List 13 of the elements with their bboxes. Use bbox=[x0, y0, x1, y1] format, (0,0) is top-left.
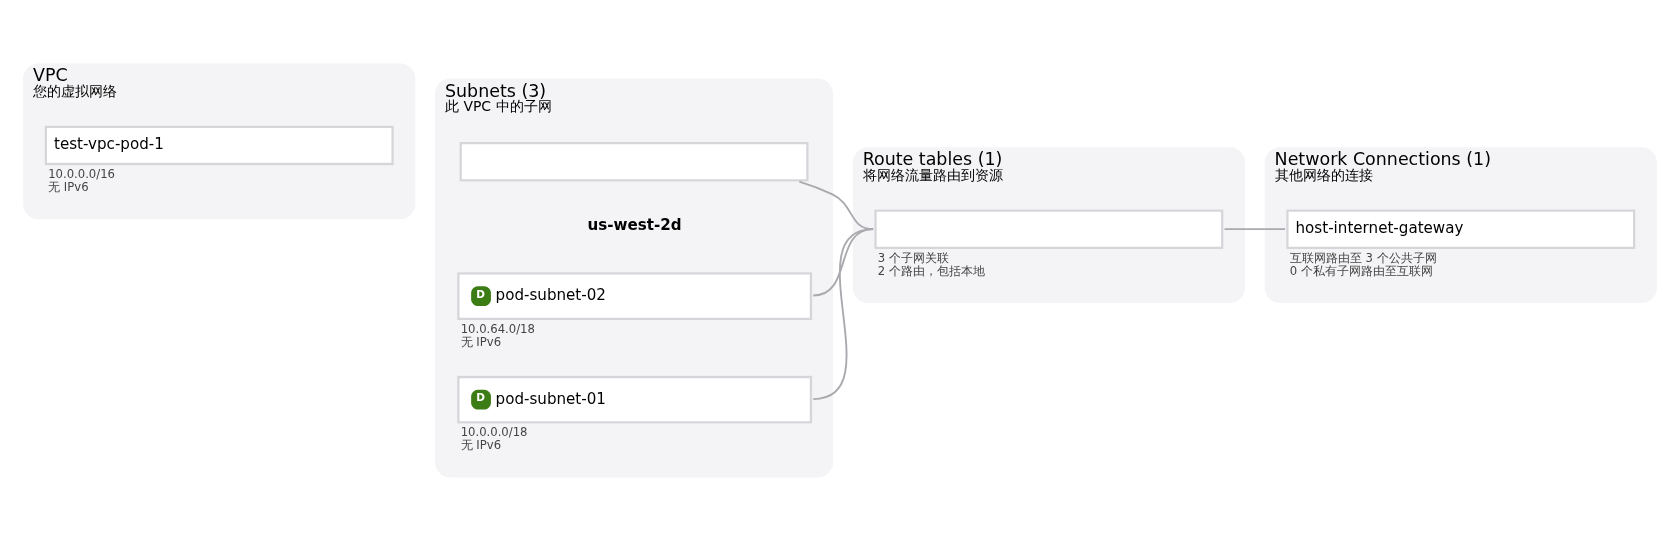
node-label: 0 个私有子网路由至互联网 bbox=[1289, 263, 1433, 278]
node-label: 无 IPv6 bbox=[460, 334, 502, 349]
connector bbox=[1223, 228, 1286, 231]
node-label: 无 IPv6 bbox=[48, 179, 89, 194]
node-label: 3 个子网关联 bbox=[877, 250, 949, 265]
connector bbox=[812, 228, 875, 400]
node-label: 2 个路由，包括本地 bbox=[877, 263, 985, 278]
node-label: 10.0.0.0/18 bbox=[460, 425, 528, 440]
node-label: 10.0.0.0/16 bbox=[48, 166, 115, 181]
node-label: 10.0.64.0/18 bbox=[460, 321, 535, 336]
node-label: 无 IPv6 bbox=[460, 438, 502, 453]
node-label: 互联网路由至 3 个公共子网 bbox=[1289, 250, 1437, 265]
label: us-west-2d bbox=[587, 215, 682, 234]
